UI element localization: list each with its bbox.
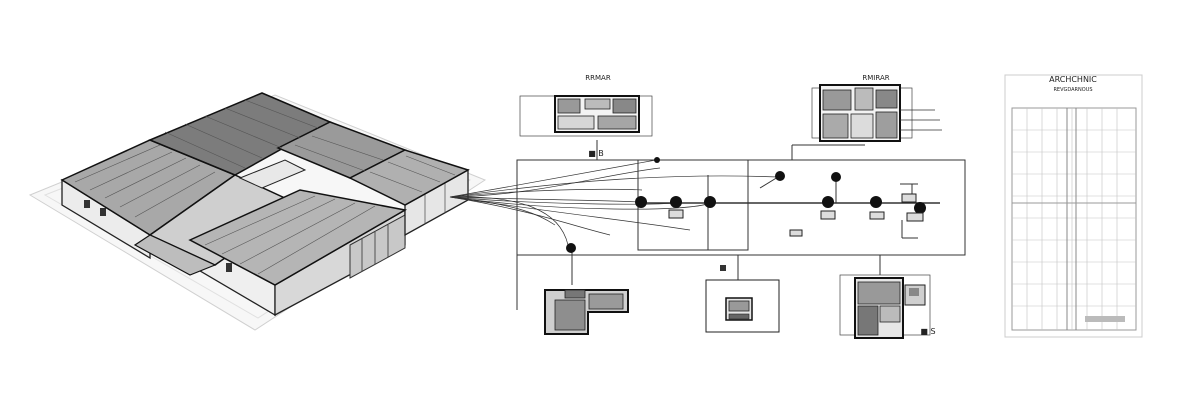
connector-line [449,196,711,210]
network-node-icon [775,171,785,181]
network-frames [516,140,966,310]
plan-c-room [588,293,624,310]
node-box [901,193,917,203]
sheet-frame [1011,107,1137,331]
network-node-icon [566,243,576,253]
plan-c-room [554,299,586,331]
roof-skylight [238,159,307,189]
plan-b-room [850,113,874,139]
node-boxes [668,193,924,237]
roof-hatching [74,99,456,275]
plan-a-room [557,115,595,130]
plan-e-room [857,281,901,305]
network-node-icon [870,196,882,208]
network-node-icon [635,196,647,208]
floor-plan-a: RRMAR ■ B [519,74,653,158]
network-frame-inner [637,159,749,251]
plan-c-label: ■ S [920,327,935,336]
node-box [789,229,803,237]
network-node-icon [822,196,834,208]
warehouse-isometric-icon [28,92,487,331]
network-node-icon [831,172,841,182]
plan-a-room [584,98,611,110]
plan-b-room [875,89,898,109]
network-frame-outer [516,159,966,256]
connector-line [449,175,779,198]
network-nodes [566,157,926,253]
connector-line [449,159,657,198]
plan-b-room [875,111,898,139]
plan-a-title: RRMAR [585,74,611,82]
network-node-icon [914,202,926,214]
floor-plan-e: ■ S [839,274,936,339]
plan-d-room [728,300,750,312]
connector-line [449,196,611,236]
network-node-icon [670,196,682,208]
sheet-grid [1012,108,1136,330]
sheet-footer-block [1085,316,1125,322]
plan-c-room [564,289,586,299]
plan-e-room [879,305,901,323]
roof-main [188,189,408,286]
plan-b-room [822,89,852,111]
sheet-title: ARCHCHNIC [1049,75,1097,84]
floor-plan-c [544,289,629,335]
connector-line [449,196,569,246]
plan-d-frame [705,279,780,333]
left-wing-window [84,200,90,208]
plan-a-label: ■ B [588,149,604,158]
plan-d-room [728,313,750,320]
roof-southwest [133,234,217,276]
glass-facade [349,214,406,279]
plan-a-room [557,98,581,114]
plan-a-room [597,115,637,130]
plan-e-room [857,305,879,336]
connector-line [449,196,641,203]
node-box [820,210,836,220]
connector-line [449,188,643,198]
sheet-border [1004,74,1143,338]
node-box [906,212,924,222]
connector-line [449,196,556,226]
roof-east [348,149,470,206]
plan-e-annex-inner [909,288,919,296]
plan-a-room [612,98,637,114]
network-node-icon [654,157,660,163]
node-box [668,209,684,219]
plan-d-tag [720,265,726,271]
front-wall-window [226,263,232,272]
plan-b-room [822,113,849,139]
network-branch [759,176,779,189]
left-wing-window [100,208,106,216]
network-node-icon [704,196,716,208]
site-plan-sheet-icon: ARCHCHNIC REVGDARNOUS [1004,74,1143,338]
node-box [869,211,885,220]
sheet-subtitle: REVGDARNOUS [1053,87,1092,93]
plan-b-title: RMIRAR [862,74,889,82]
floor-plan-b: RMIRAR [811,74,942,142]
floor-plan-d [705,265,780,333]
plan-b-room [854,87,874,111]
